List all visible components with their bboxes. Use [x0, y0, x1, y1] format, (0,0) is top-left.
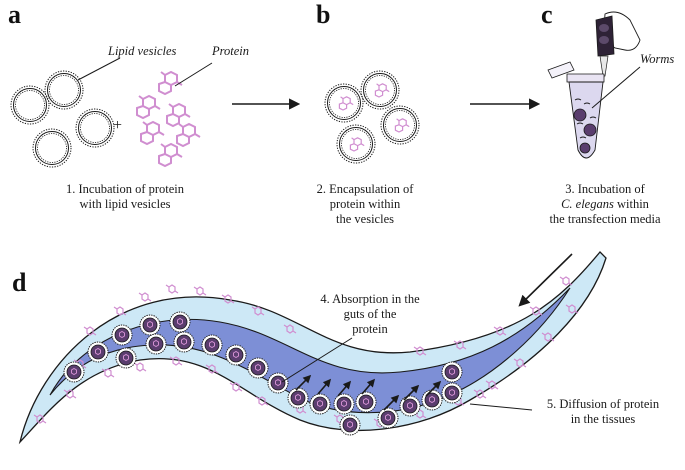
step-4-label: 4. Absorption in the guts of the protein — [320, 292, 420, 336]
diffusion-callout-line — [469, 403, 533, 411]
lipid-vesicle — [75, 108, 115, 148]
panel-label-b: b — [316, 0, 331, 29]
step-2-label: 2. Encapsulation of protein within the v… — [316, 182, 414, 226]
step-5-label: 5. Diffusion of protein in the tissues — [546, 397, 660, 426]
transfection-tube-icon — [547, 61, 605, 159]
lipid-vesicles-group — [10, 70, 115, 168]
lipid-vesicle — [44, 70, 84, 110]
worm-body — [18, 251, 607, 445]
plus-sign: + — [113, 117, 123, 134]
protein-callout-line — [174, 62, 213, 87]
lipid-vesicle — [10, 85, 50, 125]
encapsulated-vesicles-group — [324, 70, 420, 164]
absorption-callout-line — [281, 337, 353, 383]
step-3-label: 3. Incubation of C. elegans within the t… — [549, 182, 661, 226]
panel-label-a: a — [8, 0, 21, 29]
absorption-arrows — [295, 374, 442, 411]
lipid-vesicle — [32, 128, 72, 168]
protein-label: Protein — [212, 44, 250, 58]
step-1-label: 1. Incubation of protein with lipid vesi… — [65, 182, 185, 211]
arrow-c-to-d — [518, 253, 573, 307]
lipid-callout-line — [77, 57, 121, 81]
pipette-icon — [595, 11, 641, 97]
panel-label-c: c — [541, 0, 553, 29]
protein-group — [136, 71, 201, 167]
worms-callout-line — [591, 66, 641, 109]
panel-label-d: d — [12, 268, 27, 297]
lipid-vesicles-label: Lipid vesicles — [108, 44, 177, 58]
worms-label: Worms — [640, 52, 675, 66]
